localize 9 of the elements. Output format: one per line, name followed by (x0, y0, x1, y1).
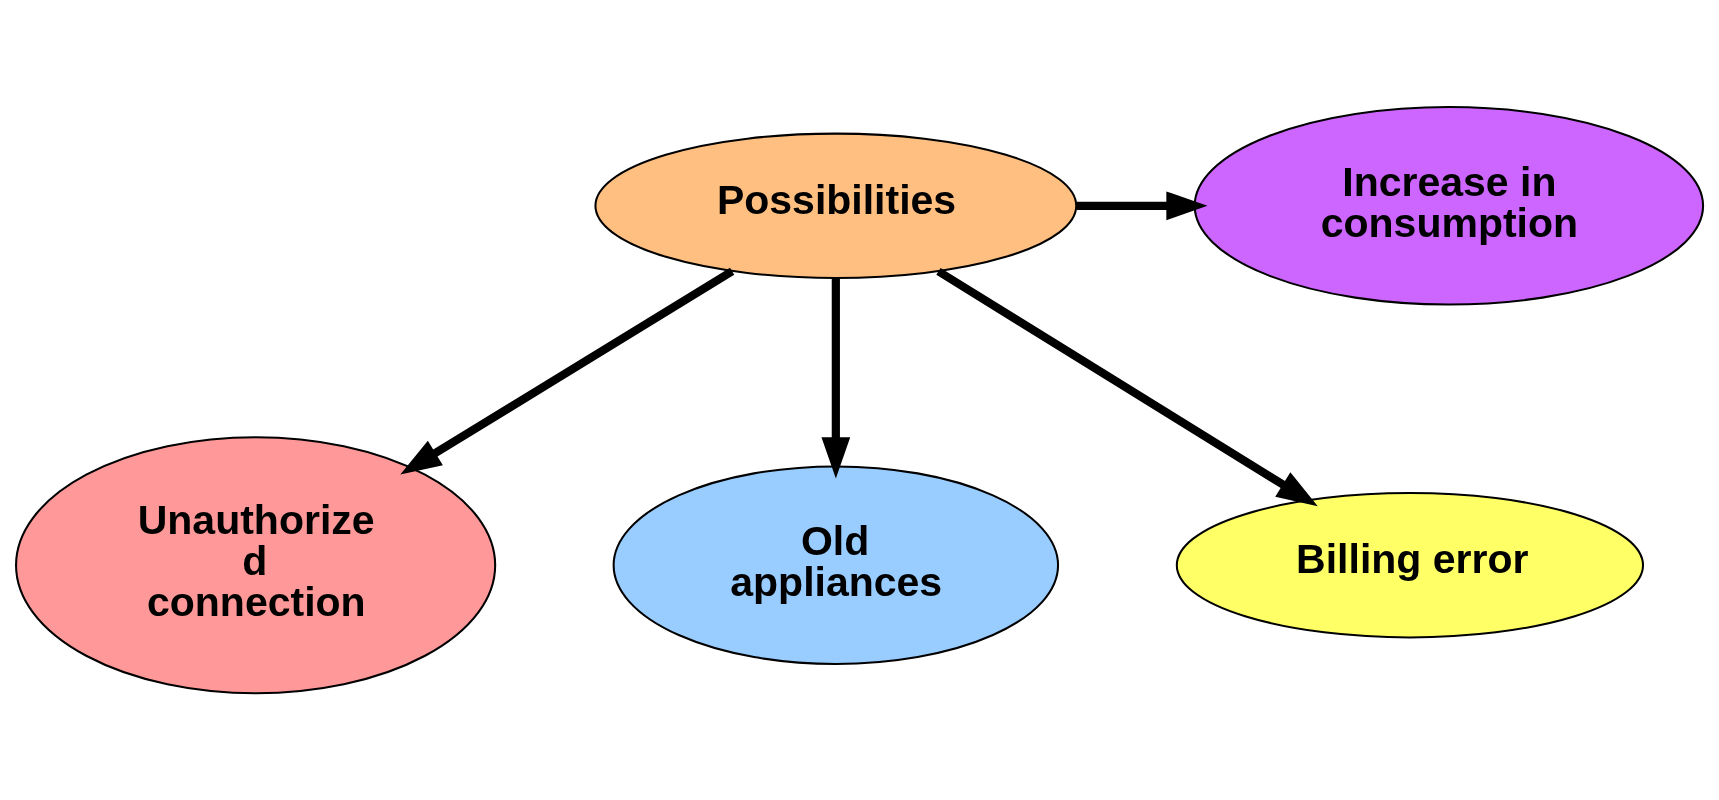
node-ellipse: Possibilities (594, 132, 1078, 279)
arrow (400, 267, 735, 475)
node-ellipse: Billing error (1175, 492, 1645, 639)
node-ellipse: Increase in consumption (1193, 106, 1705, 306)
arrow (936, 267, 1318, 507)
node-ellipse: Unauthorize d connection (15, 436, 497, 695)
node-ellipse: Old appliances (612, 465, 1060, 665)
arrow (821, 278, 851, 479)
arrow (1076, 191, 1208, 221)
